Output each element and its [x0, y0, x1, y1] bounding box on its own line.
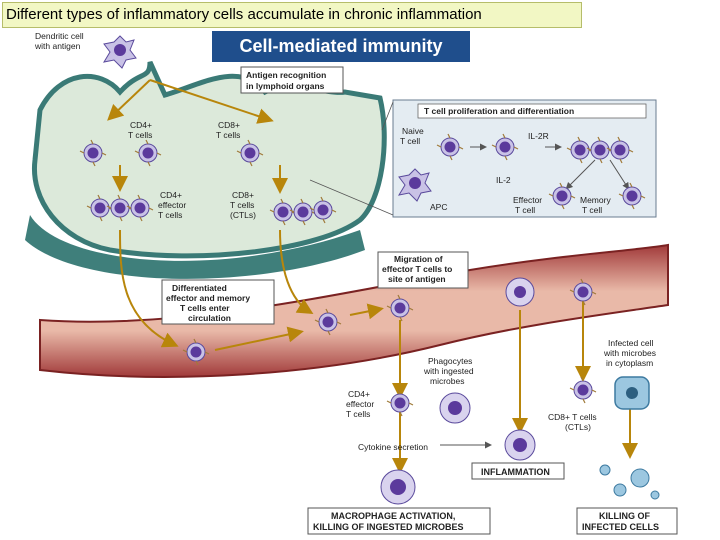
label-inflammation: INFLAMMATION	[481, 467, 550, 477]
label-cd8-1: CD8+	[218, 120, 240, 130]
label-migration-2: effector T cells to	[382, 264, 452, 274]
inflammation-label-box	[471, 462, 565, 480]
label-cd4e-3: T cells	[158, 210, 182, 220]
label-cd8e-2: T cells	[230, 200, 254, 210]
label-macrophage-1: MACROPHAGE ACTIVATION,	[331, 511, 455, 521]
label-phago-3: microbes	[430, 376, 464, 386]
label-cd8e-3: (CTLs)	[230, 210, 256, 220]
macrophage	[505, 277, 535, 307]
label-diff-1: Differentiated	[172, 283, 227, 293]
label-phago-1: Phagocytes	[428, 356, 472, 366]
label-migration-1: Migration of	[394, 254, 443, 264]
label-proliferation: T cell proliferation and differentiation	[424, 106, 574, 116]
label-infected-1: Infected cell	[608, 338, 653, 348]
label-effector-1: Effector	[513, 195, 542, 205]
label-migration-3: site of antigen	[388, 274, 446, 284]
label-naive-2: T cell	[400, 136, 420, 146]
infected-cell	[614, 376, 650, 410]
apc-cell	[397, 168, 432, 202]
macrophage-label-box	[307, 507, 491, 535]
label-macrophage-2: KILLING OF INGESTED MICROBES	[313, 522, 464, 532]
label-apc: APC	[430, 202, 447, 212]
label-cd4e-2: effector	[158, 200, 186, 210]
label-infected-2: with microbes	[603, 348, 656, 358]
label-cd8e-1: CD8+	[232, 190, 254, 200]
label-cd4f-3: T cells	[346, 409, 370, 419]
macrophage	[380, 469, 416, 505]
page-title: Different types of inflammatory cells ac…	[2, 2, 582, 28]
recognition-label-box	[240, 66, 344, 94]
label-cd4-2: T cells	[128, 130, 152, 140]
label-dendritic-1: Dendritic cell	[35, 31, 84, 41]
label-cd8-2: T cells	[216, 130, 240, 140]
label-cd4-1: CD4+	[130, 120, 152, 130]
label-recognition-1: Antigen recognition	[246, 70, 326, 80]
macrophage	[504, 429, 536, 461]
lymph-node-base	[25, 215, 365, 279]
label-cd4f-1: CD4+	[348, 389, 370, 399]
label-il2: IL-2	[496, 175, 511, 185]
dendritic-cell	[102, 35, 137, 69]
label-cd8f-2: (CTLs)	[565, 422, 591, 432]
macrophage	[439, 392, 471, 424]
label-cytokine: Cytokine secretion	[358, 442, 428, 452]
label-cd8f-1: CD8+ T cells	[548, 412, 597, 422]
label-naive-1: Naive	[402, 126, 424, 136]
killed-cell-fragments	[599, 464, 660, 500]
label-phago-2: with ingested	[423, 366, 474, 376]
label-il2r: IL-2R	[528, 131, 549, 141]
label-killing-1: KILLING OF	[599, 511, 650, 521]
label-recognition-2: in lymphoid organs	[246, 81, 325, 91]
label-memory-2: T cell	[582, 205, 602, 215]
label-memory-1: Memory	[580, 195, 611, 205]
label-dendritic-2: with antigen	[34, 41, 81, 51]
label-killing-2: INFECTED CELLS	[582, 522, 659, 532]
circulation-label-box	[161, 279, 275, 325]
label-diff-3: T cells enter	[180, 303, 230, 313]
proliferation-label-box	[417, 103, 647, 119]
t-cell	[569, 376, 597, 404]
label-infected-3: in cytoplasm	[606, 358, 653, 368]
label-cd4e-1: CD4+	[160, 190, 182, 200]
label-cd4f-2: effector	[346, 399, 374, 409]
label-effector-2: T cell	[515, 205, 535, 215]
label-diff-4: circulation	[188, 313, 231, 323]
killing-label-box	[576, 507, 678, 535]
proliferation-panel	[392, 99, 657, 218]
migration-label-box	[377, 251, 469, 289]
t-cell	[386, 389, 414, 417]
subtitle-banner: Cell-mediated immunity	[212, 31, 470, 62]
label-diff-2: effector and memory	[166, 293, 250, 303]
